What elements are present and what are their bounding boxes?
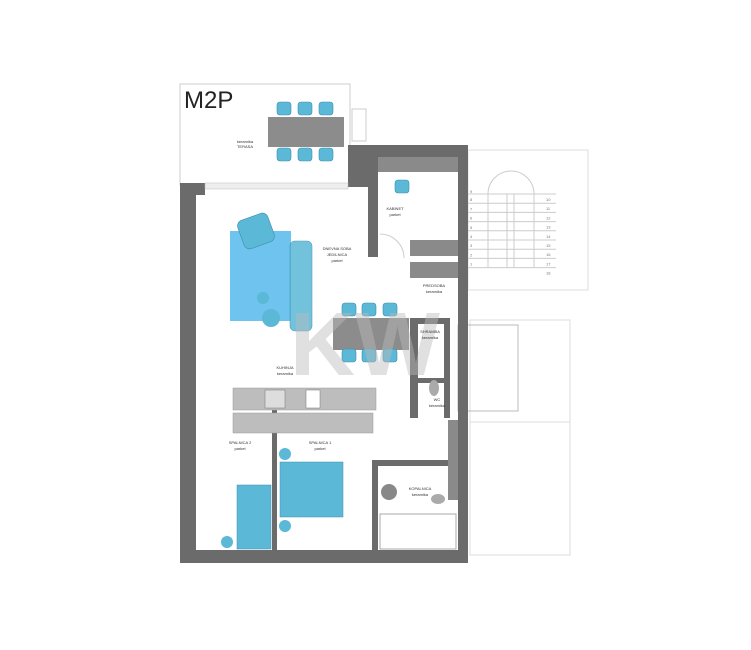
room-floor: parket — [389, 212, 401, 217]
toilet — [431, 494, 445, 504]
stair-number: 13 — [546, 225, 551, 230]
room-floor: keramika — [412, 492, 429, 497]
room-name: KUHINJA — [276, 365, 293, 370]
room-floor: keramika — [426, 289, 443, 294]
room-floor: keramika — [237, 139, 254, 144]
stair-number: 16 — [546, 252, 551, 257]
stair-number: 11 — [546, 206, 551, 211]
stove — [264, 389, 286, 409]
stair-number: 3 — [470, 243, 473, 248]
stair-number: 2 — [470, 252, 473, 257]
room-name: TERASA — [237, 144, 253, 149]
terrace-cabinet — [351, 108, 367, 142]
stair-number: 1 — [470, 262, 473, 267]
bed-single — [236, 484, 272, 550]
room-floor: parket — [331, 258, 343, 263]
window — [204, 182, 349, 190]
chair — [318, 101, 334, 116]
room-name: DNEVNA SOBA — [323, 246, 352, 251]
stair-number: 17 — [546, 261, 551, 266]
chair — [394, 179, 410, 194]
washbasin — [381, 484, 397, 500]
terrace-table — [268, 117, 344, 147]
kitchen-counter — [232, 387, 377, 411]
plan-title: M2P — [184, 87, 233, 114]
room-floor: keramika — [429, 403, 446, 408]
nightstand — [279, 448, 291, 460]
room-name: SPALNICA 1 — [309, 440, 332, 445]
nightstand — [221, 536, 233, 548]
stair-number: 5 — [470, 225, 473, 230]
stair-number: 8 — [470, 197, 473, 202]
armchair — [237, 212, 275, 250]
room-name: KABINET — [386, 206, 404, 211]
room-name: KOPALNICA — [409, 486, 432, 491]
stair-number: 15 — [546, 243, 551, 248]
chair — [276, 147, 292, 162]
bathtub — [379, 513, 457, 550]
room-floor: parket — [234, 446, 246, 451]
stair-number: 14 — [546, 234, 551, 239]
wardrobes — [232, 412, 374, 434]
nightstand — [279, 520, 291, 532]
sink — [305, 389, 321, 409]
watermark-logo: KW — [290, 295, 440, 395]
bed-double — [279, 461, 344, 518]
chair — [297, 101, 313, 116]
chair — [318, 147, 334, 162]
dining-chairs — [341, 302, 398, 363]
side-outline — [469, 421, 571, 556]
stair-number: 9 — [470, 189, 473, 194]
walls — [180, 145, 468, 563]
chair — [297, 147, 313, 162]
stair-number: 18 — [546, 271, 551, 276]
room-floor: keramika — [422, 335, 439, 340]
stair-number: 7 — [470, 206, 473, 211]
room-name: JEDILNICA — [327, 252, 348, 257]
balcony-outline — [469, 319, 571, 423]
staircase: 9 10 8 11 7 12 6 13 5 14 4 15 3 16 2 17 1 18 — [467, 149, 589, 291]
toilet — [429, 380, 439, 396]
chair — [276, 101, 292, 116]
side-table — [257, 292, 269, 304]
stair-number: 12 — [546, 215, 551, 220]
door-swing — [379, 233, 405, 259]
dining-table — [333, 318, 409, 350]
stair-number: 10 — [546, 197, 551, 202]
room-name: SPALNICA 2 — [229, 440, 252, 445]
coffee-table — [262, 309, 280, 327]
stair-number: 4 — [470, 234, 473, 239]
room-name: SHRAMBA — [420, 329, 440, 334]
rug — [230, 231, 291, 321]
terrace-chairs — [276, 101, 334, 162]
sofa — [289, 240, 313, 332]
room-name: PREDSOBA — [423, 283, 446, 288]
room-floor: parket — [314, 446, 326, 451]
room-floor: keramika — [277, 371, 294, 376]
room-name: WC — [434, 397, 441, 402]
stair-number: 6 — [470, 216, 473, 221]
